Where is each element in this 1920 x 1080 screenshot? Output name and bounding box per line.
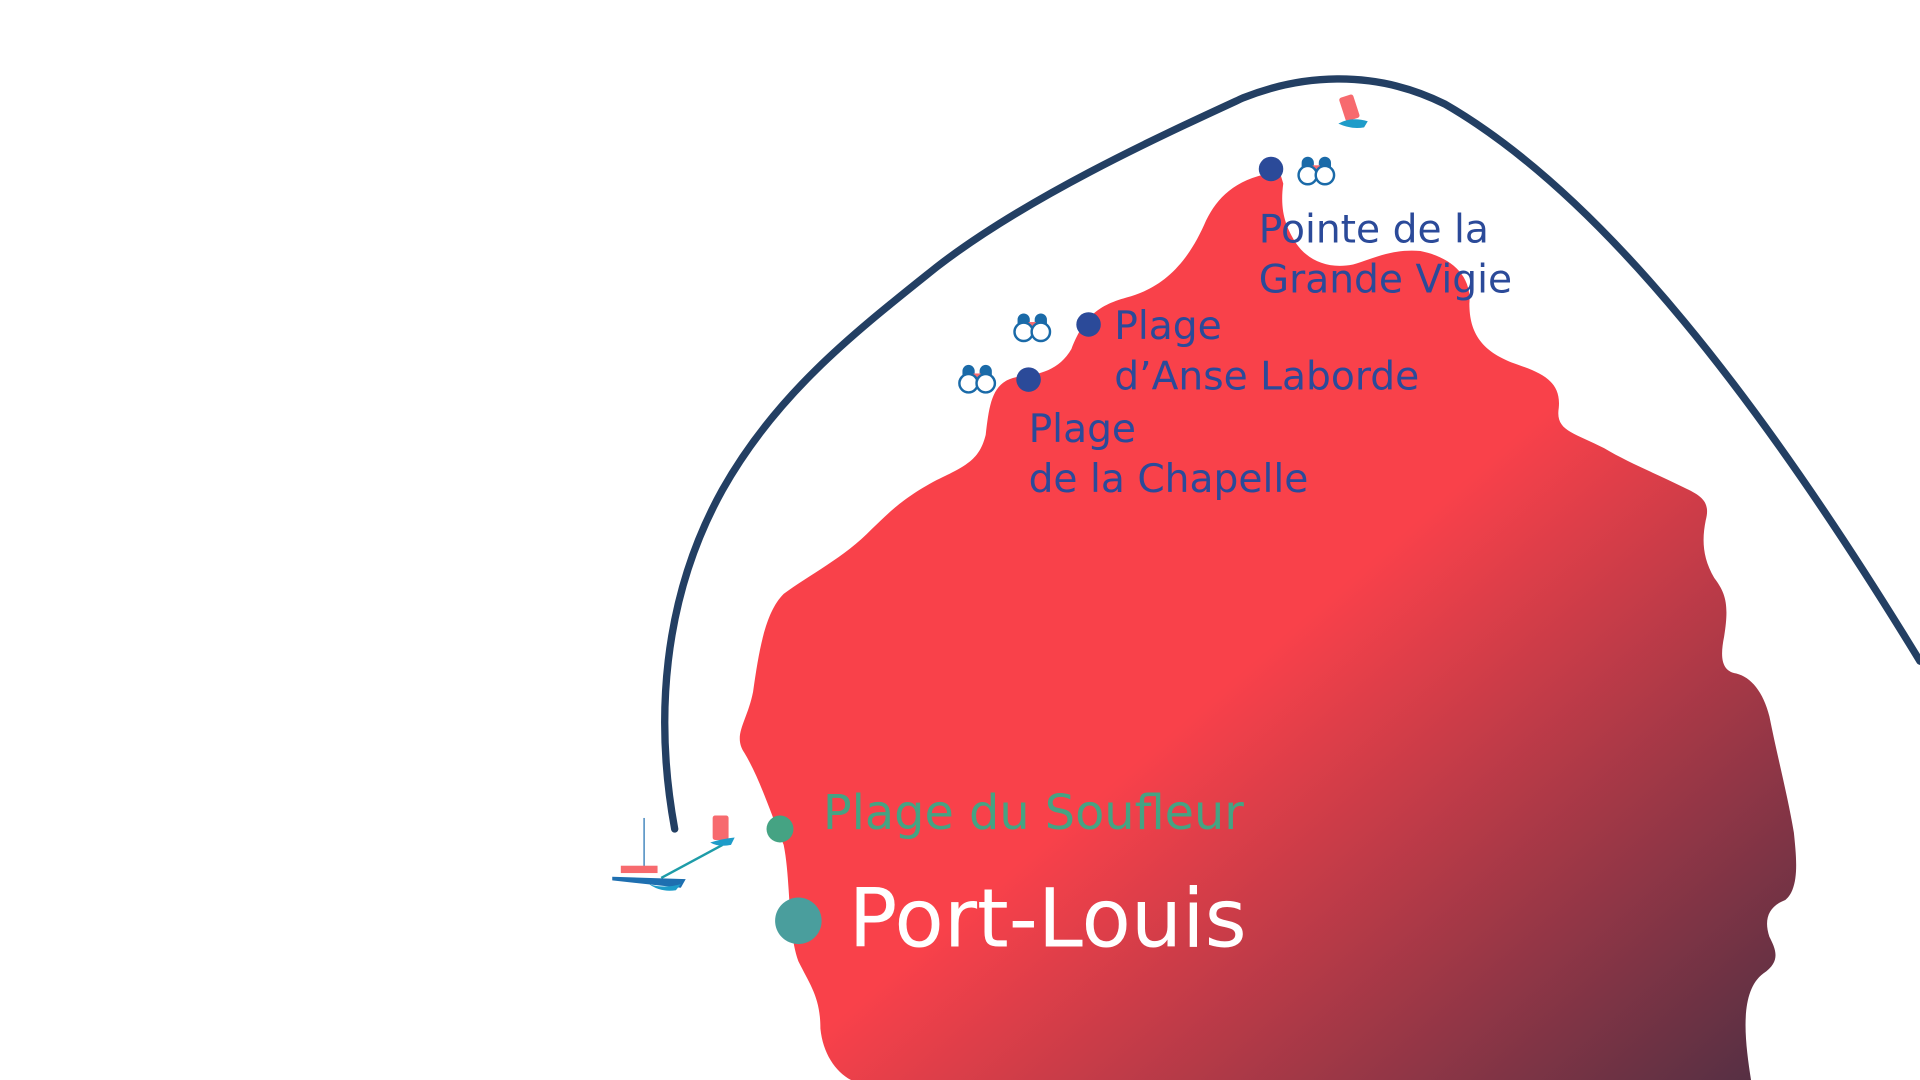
sailing-route (661, 75, 1920, 833)
place-label: Pointe de la (1259, 207, 1489, 252)
place-label: de la Chapelle (1029, 457, 1309, 502)
binoculars-icon (1297, 155, 1336, 186)
location-dot (1258, 156, 1284, 182)
poi-port-louis[interactable]: Port-Louis (775, 873, 1247, 967)
place-label: Plage du Soufleur (823, 786, 1244, 841)
location-dot (766, 815, 794, 843)
place-label: Plage (1114, 304, 1221, 349)
binoculars-icon (1013, 312, 1052, 343)
poi-plage-chapelle[interactable]: Plage de la Chapelle (958, 363, 1309, 502)
place-label: Plage (1029, 407, 1136, 452)
location-dot (775, 897, 822, 945)
binoculars-icon (958, 363, 997, 394)
location-dot (1016, 367, 1041, 392)
place-label: Port-Louis (849, 873, 1247, 967)
location-dot (1076, 312, 1101, 337)
poi-plage-anse-laborde[interactable]: Plage d’Anse Laborde (1013, 304, 1419, 399)
boat-icon (1338, 94, 1368, 129)
place-label: d’Anse Laborde (1114, 354, 1419, 399)
island (739, 171, 1797, 1080)
place-label: Grande Vigie (1259, 258, 1512, 303)
sailboat-icon (612, 815, 735, 891)
poi-pointe-grande-vigie[interactable]: Pointe de la Grande Vigie (1258, 155, 1512, 303)
poi-plage-soufleur[interactable]: Plage du Soufleur (766, 786, 1245, 843)
